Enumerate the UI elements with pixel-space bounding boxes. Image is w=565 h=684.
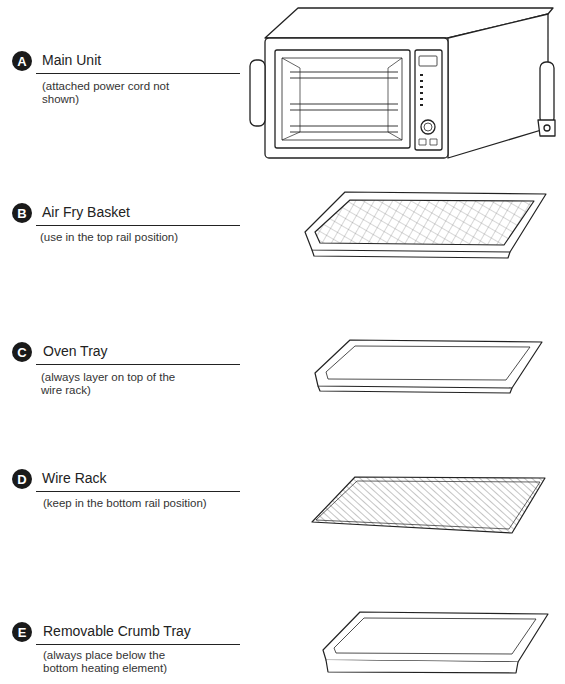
part-letter-text: D bbox=[17, 473, 26, 486]
indicator-dots bbox=[420, 74, 423, 106]
underline bbox=[36, 644, 240, 645]
indicator bbox=[420, 80, 423, 82]
oven-rails bbox=[290, 72, 398, 132]
part-letter-text: A bbox=[17, 55, 26, 68]
part-letter-text: E bbox=[18, 626, 27, 639]
left-handle bbox=[250, 60, 265, 126]
part-note: (always place below the bottom heating e… bbox=[43, 649, 203, 675]
foot-bracket bbox=[538, 120, 555, 136]
knob-center bbox=[424, 123, 432, 131]
bracket-pivot bbox=[544, 125, 550, 131]
basket-rim bbox=[305, 192, 546, 252]
part-name: Oven Tray bbox=[43, 343, 108, 360]
oven-side bbox=[448, 14, 548, 158]
control-knob bbox=[421, 120, 435, 134]
oven-cavity bbox=[282, 58, 402, 140]
part-letter-text: C bbox=[17, 346, 26, 359]
underline bbox=[36, 73, 240, 74]
tray-rim bbox=[315, 340, 542, 388]
part-letter: D bbox=[12, 469, 32, 489]
part-name: Main Unit bbox=[42, 52, 101, 69]
main-unit bbox=[250, 8, 555, 158]
basket-mesh bbox=[315, 200, 534, 245]
air-fry-basket bbox=[305, 192, 546, 258]
part-name: Wire Rack bbox=[42, 470, 107, 487]
part-name: Removable Crumb Tray bbox=[43, 623, 191, 640]
part-name: Air Fry Basket bbox=[42, 204, 130, 221]
part-note: (always layer on top of the wire rack) bbox=[41, 371, 191, 397]
oven-window bbox=[275, 50, 410, 148]
tray-floor bbox=[326, 346, 530, 380]
underline bbox=[36, 491, 240, 492]
crumb-tray-top bbox=[323, 612, 548, 662]
tray-edge bbox=[318, 386, 512, 393]
display bbox=[419, 56, 437, 66]
wire-rack bbox=[312, 477, 545, 533]
rack-frame bbox=[316, 481, 540, 529]
part-letter: B bbox=[12, 203, 32, 223]
control-panel bbox=[415, 50, 442, 150]
crumb-tray-floor bbox=[334, 618, 536, 654]
indicator bbox=[420, 98, 423, 100]
oven-front bbox=[265, 38, 448, 158]
right-handle bbox=[540, 62, 554, 124]
button bbox=[419, 139, 426, 145]
basket-edge bbox=[312, 250, 510, 258]
oven-cavity-walls bbox=[282, 58, 402, 140]
part-letter: A bbox=[12, 51, 32, 71]
part-note: (attached power cord not shown) bbox=[42, 80, 192, 106]
indicator bbox=[420, 86, 423, 88]
indicator bbox=[420, 74, 423, 76]
indicator bbox=[420, 104, 423, 106]
part-letter: E bbox=[12, 622, 32, 642]
crumb-tray bbox=[323, 612, 548, 673]
part-note: (use in the top rail position) bbox=[40, 231, 178, 244]
crumb-tray-lip bbox=[326, 660, 518, 673]
part-note: (keep in the bottom rail position) bbox=[43, 497, 207, 510]
underlines bbox=[36, 74, 240, 645]
indicator bbox=[420, 92, 423, 94]
part-letter: C bbox=[12, 342, 32, 362]
oven-tray bbox=[315, 340, 542, 393]
underline bbox=[36, 225, 240, 226]
rack-grid bbox=[312, 477, 545, 533]
part-letter-text: B bbox=[17, 207, 26, 220]
underline bbox=[36, 364, 240, 365]
button bbox=[430, 139, 437, 145]
